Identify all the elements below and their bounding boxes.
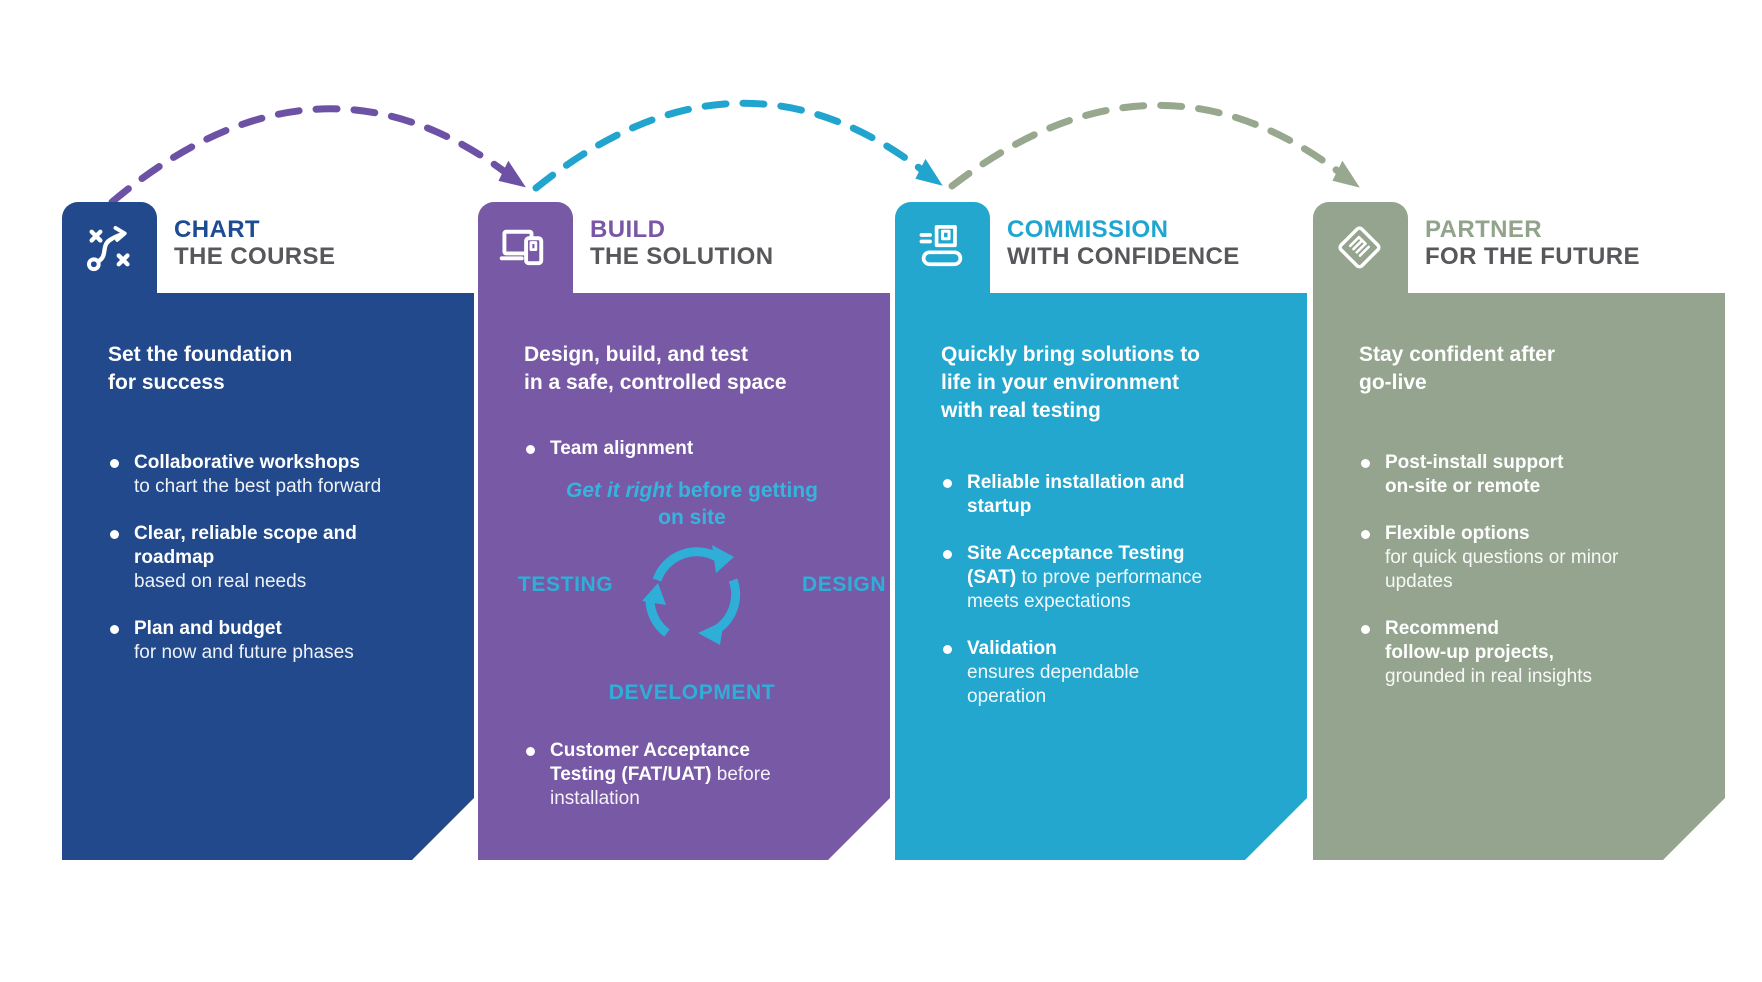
- bullet-rest: grounded in real insights: [1385, 666, 1593, 687]
- bullet-bold: on-site or remote: [1385, 476, 1541, 497]
- intro-line: Quickly bring solutions to: [941, 343, 1201, 366]
- strategy-icon: [87, 226, 130, 272]
- bullet-bold: Plan and budget: [134, 618, 282, 639]
- card-title-line2: WITH CONFIDENCE: [1007, 243, 1240, 270]
- equipment-icon: [919, 225, 963, 267]
- list-item: Flexible options for quick questions or m…: [1359, 522, 1695, 594]
- card-title-line1: COMMISSION: [1007, 216, 1169, 243]
- cycle-label-development: DEVELOPMENT: [608, 681, 776, 704]
- list-item: Plan and budget for now and future phases: [108, 617, 444, 665]
- cycle-label-design: DESIGN: [802, 573, 887, 596]
- callout-italic: Get it right: [565, 479, 673, 502]
- bullet-bold: follow-up projects,: [1385, 642, 1554, 663]
- card-body: Quickly bring solutions to life in your …: [895, 293, 1307, 860]
- bullet-bold: Validation: [967, 638, 1057, 659]
- bullet-bold: Site Acceptance Testing (SAT): [967, 543, 1185, 588]
- handshake-icon: [1338, 226, 1381, 269]
- intro-line: in a safe, controlled space: [524, 371, 787, 394]
- bullet-rest: ensures dependable operation: [967, 662, 1140, 707]
- get-it-right-callout: Get it right before getting on site: [557, 477, 827, 531]
- bullet-bold: Clear, reliable scope and roadmap: [134, 523, 357, 568]
- card-title-line2: THE COURSE: [174, 243, 336, 270]
- card-icon-tab: [62, 202, 157, 297]
- intro-line: life in your environment: [941, 371, 1180, 394]
- card-chart-the-course: CHART THE COURSE Set the foundation for …: [62, 202, 474, 860]
- list-item: Reliable installation and startup: [941, 471, 1277, 519]
- list-item: Post-install support on-site or remote: [1359, 451, 1695, 499]
- bullet-bold: Team alignment: [550, 438, 694, 459]
- intro-line: Set the foundation: [108, 343, 293, 366]
- bullet-rest: for now and future phases: [134, 642, 354, 663]
- bullet-dot: [526, 747, 535, 756]
- list-item: Validation ensures dependable operation: [941, 637, 1277, 709]
- list-item: Team alignment: [524, 437, 860, 461]
- bullet-rest: for quick questions or minor updates: [1385, 547, 1619, 592]
- card-intro: Stay confident after go-live: [1359, 341, 1695, 397]
- cycle-label-testing: TESTING: [518, 573, 614, 596]
- bullet-bold: Flexible options: [1385, 523, 1530, 544]
- card-icon-tab: [895, 202, 990, 297]
- intro-line: with real testing: [941, 399, 1101, 422]
- devices-icon: [499, 229, 544, 266]
- bullet-dot: [1361, 459, 1370, 468]
- card-intro: Quickly bring solutions to life in your …: [941, 341, 1277, 425]
- arc-commission-to-partner: [948, 101, 1360, 190]
- bullet-dot: [943, 550, 952, 559]
- card-commission-with-confidence: COMMISSION WITH CONFIDENCE Quickly bring…: [895, 202, 1307, 860]
- list-item: Clear, reliable scope and roadmap based o…: [108, 522, 444, 594]
- card-icon-tab: [1313, 202, 1408, 297]
- card-title: COMMISSION WITH CONFIDENCE: [1007, 216, 1240, 270]
- bullet-bold: Recommend: [1385, 618, 1500, 639]
- bullet-rest: based on real needs: [134, 571, 307, 592]
- list-item: Customer Acceptance Testing (FAT/UAT) be…: [524, 739, 860, 811]
- card-title-line1: CHART: [174, 216, 260, 243]
- card-body: Set the foundation for success Collabora…: [62, 293, 474, 860]
- bullet-dot: [1361, 530, 1370, 539]
- bullet-dot: [110, 625, 119, 634]
- bullet-dot: [1361, 625, 1370, 634]
- card-title-line1: PARTNER: [1425, 216, 1543, 243]
- design-cycle-diagram: TESTING DESIGN DEVELOPMENT: [524, 541, 860, 723]
- callout-rest: before getting on site: [658, 479, 818, 529]
- bullet-bold: Post-install support: [1385, 452, 1564, 473]
- card-title: CHART THE COURSE: [174, 216, 335, 270]
- card-body: Design, build, and test in a safe, contr…: [478, 293, 890, 860]
- intro-line: Stay confident after: [1359, 343, 1556, 366]
- bullet-dot: [110, 530, 119, 539]
- card-build-the-solution: BUILD THE SOLUTION Design, build, and te…: [478, 202, 890, 860]
- bullet-bold: Collaborative workshops: [134, 452, 360, 473]
- card-title: BUILD THE SOLUTION: [590, 216, 773, 270]
- bullet-rest: to chart the best path forward: [134, 476, 382, 497]
- bullet-dot: [943, 645, 952, 654]
- intro-line: Design, build, and test: [524, 343, 749, 366]
- card-title-line2: THE SOLUTION: [590, 243, 774, 270]
- bullet-dot: [110, 459, 119, 468]
- card-title-line2: FOR THE FUTURE: [1425, 243, 1640, 270]
- bullet-rest: to prove performance meets expectations: [967, 567, 1203, 612]
- card-partner-for-the-future: PARTNER FOR THE FUTURE Stay confident af…: [1313, 202, 1726, 860]
- card-body: Stay confident after go-live Post-instal…: [1313, 293, 1725, 860]
- card-title-line1: BUILD: [590, 216, 666, 243]
- bullet-bold: Customer Acceptance Testing (FAT/UAT): [550, 740, 750, 785]
- list-item: Site Acceptance Testing (SAT) to prove p…: [941, 542, 1277, 614]
- bullet-bold: Reliable installation and startup: [967, 472, 1185, 517]
- bullet-dot: [526, 445, 535, 454]
- arc-chart-to-build: [108, 105, 526, 206]
- card-intro: Design, build, and test in a safe, contr…: [524, 341, 860, 397]
- bullet-dot: [943, 479, 952, 488]
- list-item: Collaborative workshops to chart the best…: [108, 451, 444, 499]
- card-intro: Set the foundation for success: [108, 341, 444, 397]
- intro-line: go-live: [1359, 371, 1427, 394]
- card-title: PARTNER FOR THE FUTURE: [1425, 216, 1640, 270]
- cycle-arrows-icon: [632, 535, 752, 655]
- bullet-rest: before installation: [550, 764, 771, 809]
- intro-line: for success: [108, 371, 225, 394]
- arc-build-to-commission: [532, 99, 943, 192]
- list-item: Recommend follow-up projects, grounded in …: [1359, 617, 1695, 689]
- card-icon-tab: [478, 202, 573, 297]
